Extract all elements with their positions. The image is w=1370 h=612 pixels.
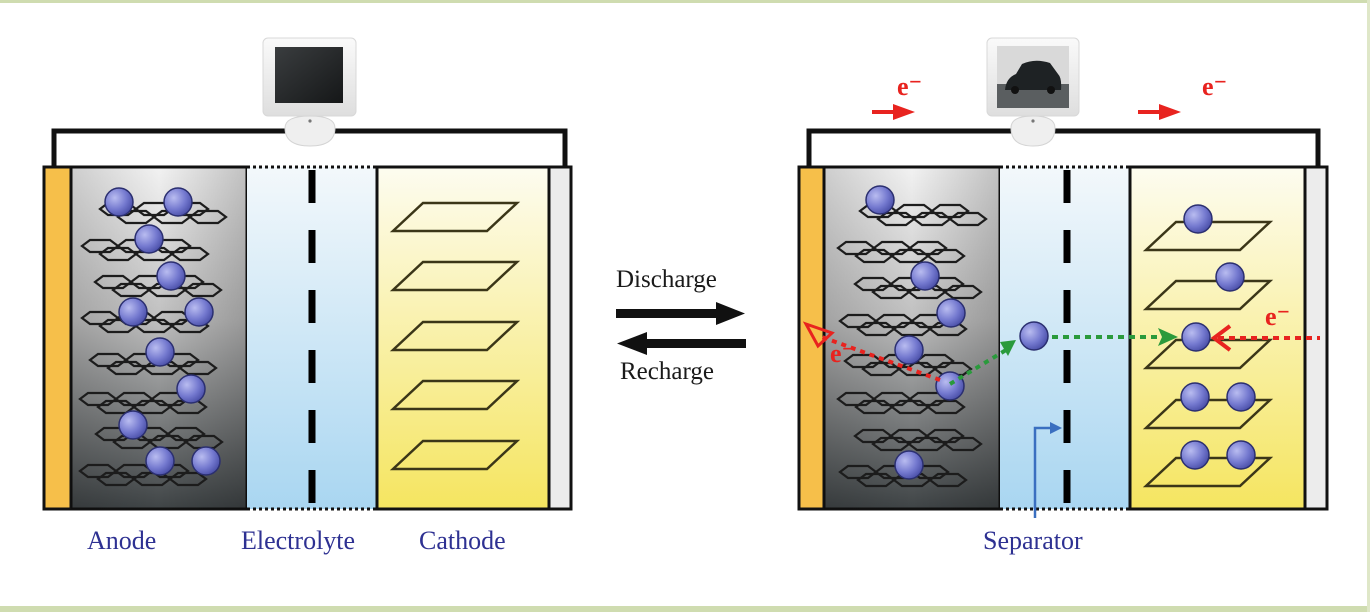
lithium-ion	[163, 187, 193, 217]
separator-pointer	[1033, 422, 1062, 518]
lithium-ion	[145, 446, 175, 476]
electron-path-cathode	[1210, 324, 1320, 352]
lithium-ion	[1215, 262, 1245, 292]
cathode-current-collector	[547, 165, 573, 511]
recharge-arrow	[617, 332, 746, 355]
lithium-ion-migrating	[1019, 321, 1049, 351]
external-circuit-wire	[806, 128, 1321, 168]
lithium-ion	[1226, 382, 1256, 412]
lithium-ion	[145, 337, 175, 367]
cathode-label: Cathode	[419, 526, 506, 555]
lithium-ion	[1180, 382, 1210, 412]
lithium-ions-cathode	[1180, 204, 1256, 470]
lithium-ions-anode	[104, 187, 221, 476]
electrolyte-label: Electrolyte	[241, 526, 356, 555]
lithium-ion	[118, 297, 148, 327]
right-border	[1367, 0, 1370, 612]
lithium-ion	[156, 261, 186, 291]
cathode-current-collector	[1303, 165, 1329, 511]
ion-migration-path	[948, 328, 1178, 386]
electrolyte-region	[247, 167, 377, 509]
electron-label: e⁻	[897, 72, 923, 101]
lithium-ion	[894, 450, 924, 480]
monitor-icon	[262, 37, 357, 147]
lithium-ion	[191, 446, 221, 476]
lithium-ion	[118, 410, 148, 440]
electron-path-anode	[802, 321, 941, 382]
electron-label: e⁻	[1202, 72, 1228, 101]
lithium-ions-anode	[865, 185, 966, 480]
lithium-ion	[894, 335, 924, 365]
electron-flow-arrow	[1138, 104, 1181, 120]
lithium-ion	[865, 185, 895, 215]
lithium-ion	[910, 261, 940, 291]
top-border	[0, 0, 1370, 3]
discharge-label: Discharge	[616, 266, 717, 293]
lithium-ion	[936, 298, 966, 328]
electron-label: e⁻	[1265, 302, 1291, 331]
left-battery-cell	[42, 37, 573, 511]
anode-label: Anode	[87, 526, 157, 555]
right-battery-cell	[797, 37, 1329, 518]
bottom-border	[0, 606, 1370, 612]
lithium-ion	[1226, 440, 1256, 470]
anode-current-collector	[797, 165, 826, 511]
lithium-ion	[176, 374, 206, 404]
lithium-ion	[184, 297, 214, 327]
lithium-ion	[1181, 322, 1211, 352]
recharge-label: Recharge	[620, 358, 714, 385]
lithium-ion	[1183, 204, 1213, 234]
cathode-region	[375, 165, 551, 511]
separator-label: Separator	[983, 526, 1083, 555]
lithium-ion	[104, 187, 134, 217]
lithium-ion	[1180, 440, 1210, 470]
lithium-ion	[134, 224, 164, 254]
monitor-car-icon	[986, 37, 1080, 147]
discharge-arrow	[616, 302, 745, 325]
electron-label: e⁻	[830, 339, 856, 368]
electron-flow-arrow	[872, 104, 915, 120]
lithium-ion	[935, 371, 965, 401]
anode-current-collector	[42, 165, 73, 511]
